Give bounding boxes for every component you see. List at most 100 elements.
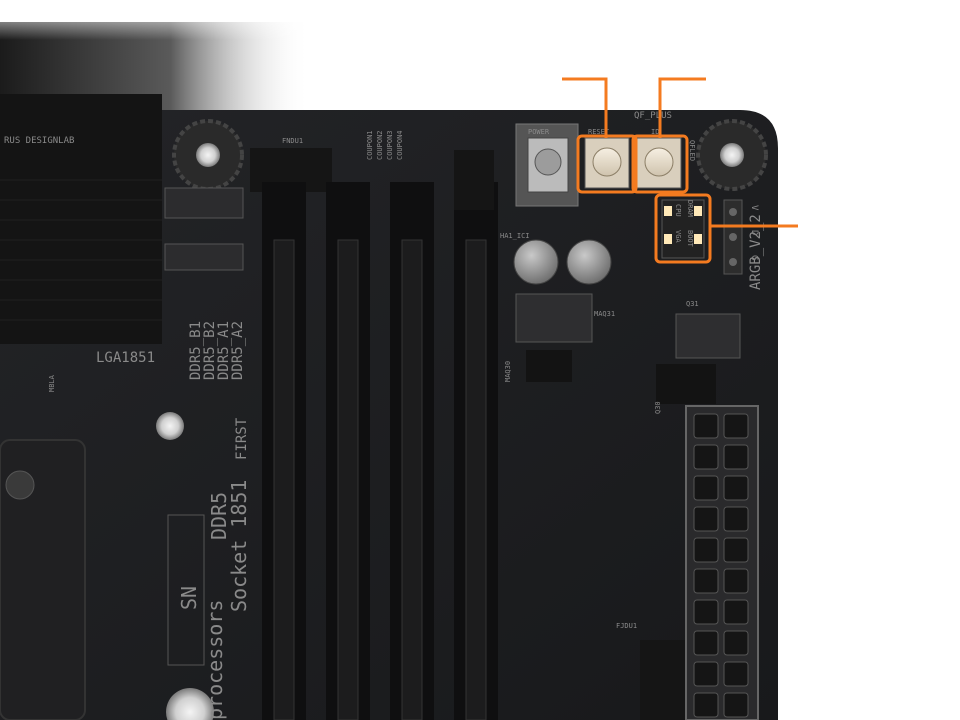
mounting-hole-mid	[156, 412, 184, 440]
atx-pin	[693, 475, 719, 501]
capacitor-1	[513, 239, 559, 285]
dimm-label-b2: DDR5_B2	[202, 321, 218, 380]
atx-pin	[723, 444, 749, 470]
callout-reset-qflash	[562, 77, 706, 194]
atx-pin	[693, 444, 719, 470]
argb-label: ARGB_V2_2	[748, 214, 764, 290]
debug-led-cpu-label: CPU	[674, 204, 682, 217]
debug-led-panel	[661, 199, 705, 259]
vendor-mark: RUS DESIGNLAB	[4, 136, 74, 146]
debug-led-dram	[694, 206, 702, 216]
atx-pin	[723, 568, 749, 594]
power-button	[515, 123, 579, 207]
coupon-labels: COUPON1 COUPON2 COUPON3 COUPON4	[366, 130, 404, 160]
atx-pin	[723, 692, 749, 718]
debug-led-cpu	[664, 206, 672, 216]
mosfet-1	[515, 293, 593, 343]
coupon-label-1: COUPON1	[366, 130, 374, 160]
atx-pin	[723, 413, 749, 439]
atx-pin	[693, 537, 719, 563]
callout-line-qflash	[658, 77, 706, 138]
misc-label-maq31: MAQ31	[594, 310, 615, 318]
qflash-sub-label: ID	[651, 128, 659, 136]
chip-2	[656, 364, 716, 404]
chip-3	[454, 150, 494, 210]
top-fade	[0, 0, 320, 40]
atx-pin	[693, 568, 719, 594]
callout-box-debug	[654, 193, 712, 264]
fan-header	[164, 187, 244, 219]
dimm-label-b1: DDR5_B1	[188, 321, 204, 380]
misc-label-fjdu1: FJDU1	[616, 622, 637, 630]
coupon-label-3: COUPON3	[386, 130, 394, 160]
misc-label-mbla: MBLA	[48, 374, 56, 392]
mounting-hole-right	[696, 119, 768, 191]
vrm-heatsink	[0, 94, 162, 344]
qflash-side-label: QFLED	[688, 140, 696, 161]
first-label: FIRST	[234, 417, 250, 460]
dimm-slot-1	[262, 182, 306, 720]
capacitor-2	[566, 239, 612, 285]
dimm-slot-2	[326, 182, 370, 720]
callout-box-reset	[576, 134, 638, 194]
atx-pin	[723, 599, 749, 625]
atx-power-connector	[685, 405, 759, 720]
debug-led-vga-label: VGA	[674, 230, 682, 243]
misc-label-ha1: HA1_ICI	[500, 232, 530, 240]
socket-screw	[5, 470, 35, 500]
reset-button-label: RESET	[588, 128, 610, 136]
argb-pin-g: G	[749, 255, 759, 260]
debug-led-boot	[694, 234, 702, 244]
misc-label-q31: Q31	[686, 300, 699, 308]
mounting-hole-left	[172, 119, 244, 191]
misc-label-q30: Q30	[654, 401, 662, 414]
platform-ddr5: DDR5	[207, 492, 231, 540]
platform-text: DDR5 Socket 1851 processors	[203, 480, 251, 720]
heatsink-fins	[0, 179, 162, 321]
dimm-label-a2: DDR5_A2	[230, 321, 246, 380]
chip-1	[526, 350, 572, 382]
argb-header	[723, 199, 743, 275]
debug-led-vga	[664, 234, 672, 244]
atx-pin	[693, 506, 719, 532]
reset-button	[584, 137, 630, 189]
mosfet-2	[675, 313, 741, 359]
atx-pin	[723, 506, 749, 532]
platform-processors: processors	[203, 600, 227, 720]
atx-pin	[693, 692, 719, 718]
atx-pin	[723, 661, 749, 687]
debug-led-dram-label: DRAM	[686, 200, 694, 217]
atx-pin	[693, 413, 719, 439]
dimm-slot-4	[454, 182, 498, 720]
callout-debug-leds	[654, 193, 798, 264]
qflash-button	[636, 137, 682, 189]
power-button-label: POWER	[528, 128, 550, 136]
socket-label: LGA1851	[96, 350, 155, 366]
callout-box-qflash	[631, 134, 689, 194]
argb-pin-d: D	[749, 230, 759, 235]
qflash-label: QF_PLUS	[634, 111, 672, 121]
atx-pin	[693, 661, 719, 687]
cpu-socket-frame	[0, 439, 86, 720]
fan-header-2	[164, 243, 244, 271]
atx-pin	[723, 475, 749, 501]
callout-line-reset	[562, 77, 608, 138]
fan-header-label: FNDU1	[282, 137, 303, 145]
dimm-labels: DDR5_B1 DDR5_B2 DDR5_A1 DDR5_A2 FIRST	[188, 321, 250, 460]
misc-label-maq30: MAQ30	[504, 361, 512, 382]
sn-label: SN	[177, 586, 201, 610]
debug-led-boot-label: BOOT	[686, 230, 694, 248]
atx-pin	[693, 630, 719, 656]
sn-box	[167, 514, 205, 666]
platform-socket: Socket 1851	[227, 480, 251, 612]
atx-pin	[693, 599, 719, 625]
mounting-hole-bottom	[166, 688, 214, 720]
atx-pin	[723, 630, 749, 656]
atx-pin	[723, 537, 749, 563]
coupon-label-4: COUPON4	[396, 130, 404, 160]
coupon-label-2: COUPON2	[376, 130, 384, 160]
argb-pin-v: V	[749, 205, 759, 211]
dimm-label-a1: DDR5_A1	[216, 321, 232, 380]
dimm-slot-3	[390, 182, 434, 720]
